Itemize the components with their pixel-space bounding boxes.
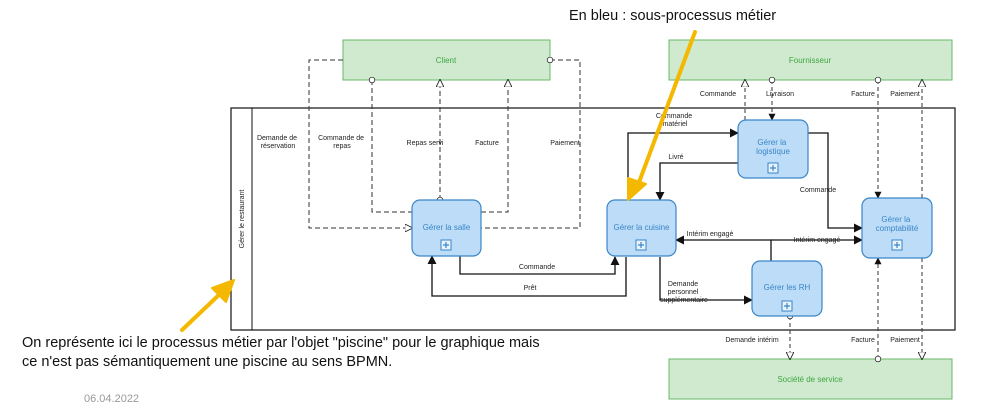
flow-label-facture-societe: Facture — [851, 337, 875, 344]
flow-label-livraison: Livraison — [766, 91, 794, 98]
task-gerer-salle[interactable]: Gérer la salle — [411, 199, 482, 257]
svg-text:Gérer la comptabilité: Gérer la comptabilité — [876, 215, 919, 233]
flow-label-commande-materiel-2: matériel — [663, 121, 688, 128]
task-logistique-label-2: logistique — [756, 147, 790, 156]
svg-text:Demande de réservation: Demande de réservation — [257, 135, 299, 150]
task-logistique-label-1: Gérer la — [757, 138, 786, 147]
participant-fournisseur[interactable]: Fournisseur — [668, 39, 953, 81]
flow-label-commande-repas-2: repas — [333, 143, 351, 150]
flow-label-commande-fournisseur: Commande — [700, 91, 736, 98]
annotation-bottom-note-line1: On représente ici le processus métier pa… — [22, 335, 540, 351]
flow-label-demande-personnel-3: supplémentaire — [660, 297, 708, 304]
external-message-flows — [745, 76, 922, 363]
participant-societe-label: Société de service — [777, 375, 843, 384]
client-message-flows — [308, 56, 581, 228]
flow-label-paiement-client: Paiement — [550, 140, 580, 147]
annotation-top-note: En bleu : sous-processus métier — [569, 8, 777, 24]
flow-label-livre: Livré — [668, 154, 683, 161]
highlight-arrow-left — [180, 279, 235, 332]
flow-label-commande-repas-1: Commande de — [318, 135, 364, 142]
svg-text:Commande de repas: Commande de repas — [318, 135, 366, 150]
flow-label-demande-reservation-2: réservation — [261, 143, 296, 150]
pool-label: Gérer le restaurant — [239, 190, 246, 249]
flow-label-demande-personnel-2: personnel — [668, 289, 699, 296]
flow-label-paiement-societe: Paiement — [890, 337, 920, 344]
task-cuisine-label: Gérer la cuisine — [613, 223, 670, 232]
flow-label-commande-materiel-1: Commande — [656, 113, 692, 120]
task-salle-label: Gérer la salle — [423, 223, 471, 232]
task-gerer-logistique[interactable]: Gérer la logistique — [737, 119, 809, 179]
task-gerer-rh[interactable]: Gérer les RH — [751, 260, 823, 317]
flow-label-demande-interim: Demande intérim — [725, 337, 778, 344]
annotation-bottom-note-line2: ce n'est pas sémantiquement une piscine … — [22, 354, 393, 370]
svg-text:Commande matériel: Commande matériel — [656, 113, 694, 128]
task-compta-label-2: comptabilité — [876, 224, 919, 233]
slide-date: 06.04.2022 — [84, 393, 140, 405]
pool-gerer-restaurant[interactable]: Gérer le restaurant — [230, 107, 956, 331]
flow-label-repas-servi: Repas servi — [407, 140, 444, 147]
flow-label-pret: Prêt — [524, 285, 537, 292]
flow-label-demande-reservation-1: Demande de — [257, 135, 297, 142]
flow-label-facture-fournisseur: Facture — [851, 91, 875, 98]
task-rh-label: Gérer les RH — [764, 283, 811, 292]
svg-text:Gérer les RH: Gérer les RH — [764, 283, 811, 292]
svg-text:Demande personnel: Demande personnel supplémentaire — [660, 281, 708, 304]
task-gerer-cuisine[interactable]: Gérer la cuisine — [606, 199, 677, 257]
svg-text:Gérer la logistique: Gérer la logistique — [756, 138, 790, 156]
participant-societe-service[interactable]: Société de service — [668, 358, 953, 400]
participant-fournisseur-label: Fournisseur — [789, 56, 832, 65]
flow-label-commande-salle: Commande — [519, 264, 555, 271]
highlight-arrow-top — [627, 30, 697, 201]
participant-client[interactable]: Client — [342, 39, 551, 81]
flow-label-interim-engage-compta: Intérim engagé — [794, 237, 841, 244]
flow-label-demande-personnel-1: Demande — [668, 281, 698, 288]
flow-label-interim-engage: Intérim engagé — [687, 231, 734, 238]
svg-text:Gérer la salle: Gérer la salle — [423, 223, 471, 232]
participant-client-label: Client — [436, 56, 457, 65]
flow-label-facture-client: Facture — [475, 140, 499, 147]
flow-label-commande-compta: Commande — [800, 187, 836, 194]
svg-text:Gérer la cuisine: Gérer la cuisine — [613, 223, 670, 232]
flow-label-paiement-fournisseur: Paiement — [890, 91, 920, 98]
task-compta-label-1: Gérer la — [881, 215, 910, 224]
flow-labels: Demande de réservation Commande de repas… — [257, 91, 920, 344]
task-gerer-comptabilite[interactable]: Gérer la comptabilité — [861, 197, 933, 259]
